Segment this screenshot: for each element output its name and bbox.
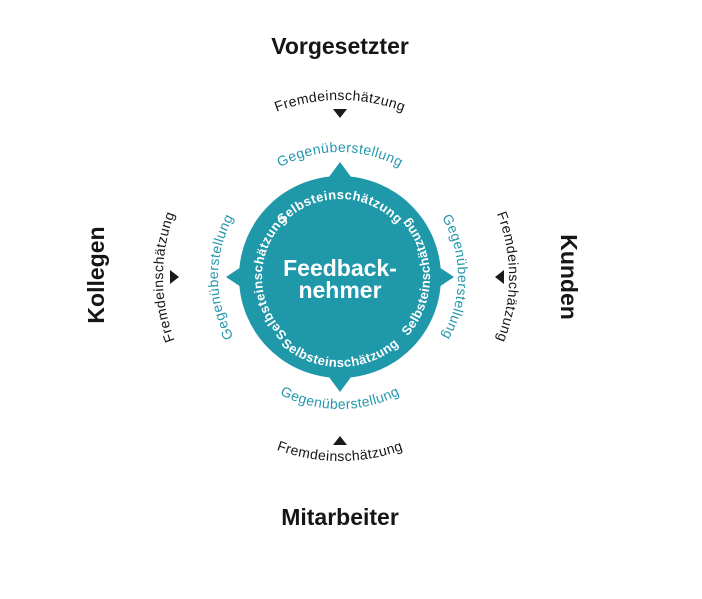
triangle-down-icon bbox=[333, 109, 347, 118]
center-title-line1: Feedback- bbox=[283, 255, 397, 281]
triangle-up-icon bbox=[333, 436, 347, 445]
triangle-left-icon bbox=[495, 270, 504, 284]
center-circle-group bbox=[226, 162, 454, 392]
stakeholder-bottom: Mitarbeiter bbox=[281, 504, 399, 530]
center-title-line2: nehmer bbox=[298, 277, 381, 303]
stakeholder-right: Kunden bbox=[556, 234, 582, 320]
center-circle bbox=[239, 176, 441, 378]
triangle-right-icon bbox=[170, 270, 179, 284]
stakeholder-top: Vorgesetzter bbox=[271, 33, 409, 59]
stakeholder-left: Kollegen bbox=[83, 226, 109, 323]
